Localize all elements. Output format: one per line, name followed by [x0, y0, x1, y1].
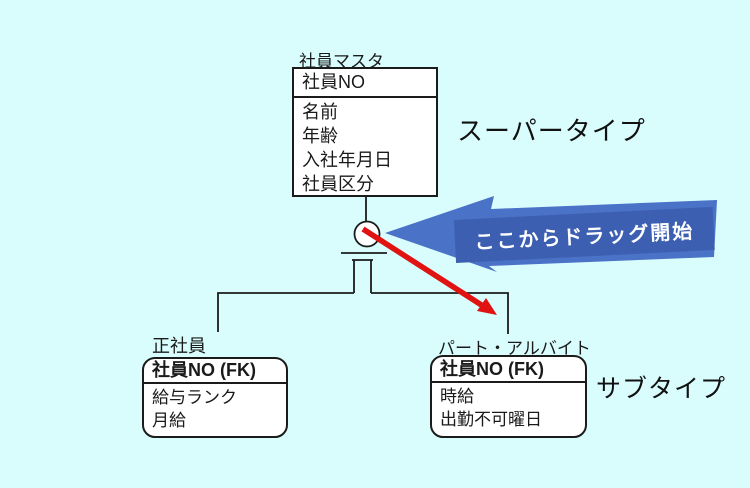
subtype-right-attribute: 出勤不可曜日	[440, 410, 542, 429]
subtype-left-box[interactable]: 社員NO (FK) 給与ランク 月給	[142, 357, 288, 438]
subtype-left-key: 社員NO (FK)	[144, 359, 286, 384]
subtype-symbol-line-2	[352, 259, 373, 293]
supertype-attribute: 入社年月日	[302, 150, 392, 170]
supertype-entity-key: 社員NO	[294, 69, 436, 98]
subtype-right-box[interactable]: 社員NO (FK) 時給 出勤不可曜日	[430, 355, 587, 438]
subtype-left-attribute: 月給	[152, 411, 186, 430]
supertype-entity-title: 社員マスタ	[299, 52, 384, 71]
supertype-attribute: 社員区分	[302, 174, 374, 194]
subtype-left-attribute: 給与ランク	[152, 388, 237, 407]
subtype-right-title: パート・アルバイト	[438, 339, 591, 358]
supertype-entity-box[interactable]: 社員NO 名前 年齢 入社年月日 社員区分	[292, 67, 438, 197]
drag-arrow-head	[477, 298, 497, 315]
subtype-right-attribute: 時給	[440, 387, 474, 406]
drag-arrow-shaft	[361, 226, 485, 309]
subtype-left-title: 正社員	[152, 336, 206, 356]
supertype-attribute: 年齢	[302, 126, 338, 146]
subtype-right-key: 社員NO (FK)	[432, 357, 585, 383]
callout-text: ここからドラッグ開始	[474, 220, 695, 254]
supertype-attribute: 名前	[302, 102, 338, 122]
drag-direction-arrow	[361, 226, 497, 315]
subtype-annotation-label: サブタイプ	[596, 375, 727, 403]
branch-line-right	[371, 292, 509, 334]
branch-line-left	[217, 292, 354, 332]
supertype-annotation-label: スーパータイプ	[457, 116, 646, 146]
